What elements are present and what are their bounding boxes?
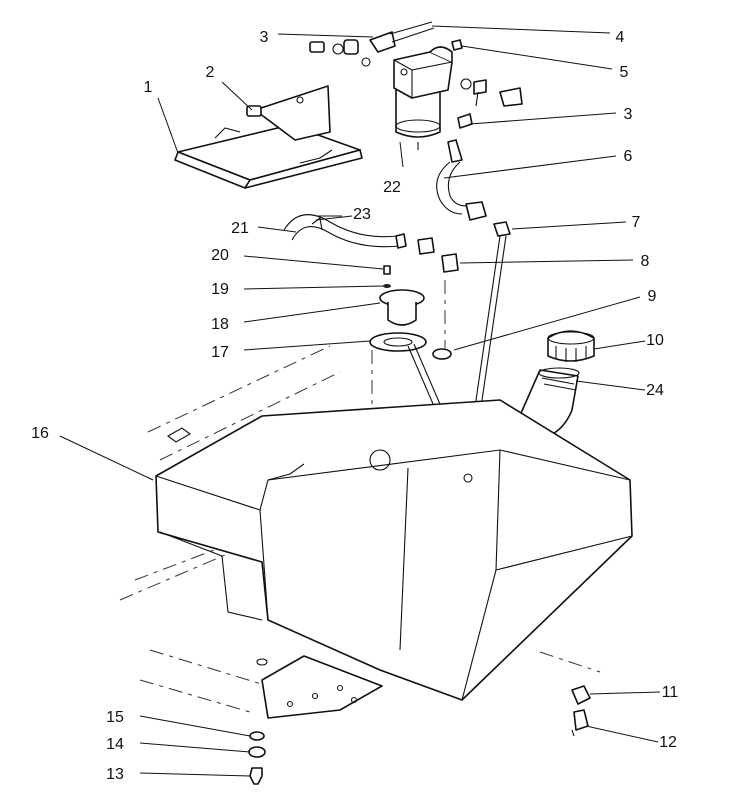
callout-label-c15: 15	[106, 709, 124, 726]
callout-leader-c24	[575, 380, 646, 391]
callout-leader-c8	[459, 259, 634, 264]
bottom-drain-fittings	[571, 685, 591, 737]
callout-label-c11: 11	[662, 684, 679, 701]
callout-leader-c20	[243, 255, 384, 270]
callout-label-c1: 1	[144, 79, 153, 96]
callout-leader-c22	[399, 141, 404, 168]
callout-leader-c9	[453, 296, 641, 351]
callout-label-c14: 14	[106, 736, 124, 753]
callout-label-c13: 13	[106, 766, 124, 783]
callout-label-c9: 9	[648, 288, 657, 305]
callout-label-c6: 6	[624, 148, 633, 165]
fuel-hose-upper	[436, 139, 511, 237]
callout-label-c18: 18	[211, 316, 229, 333]
callout-label-c21: 21	[231, 220, 249, 237]
callout-label-c3a: 3	[260, 29, 269, 46]
callout-leader-c11	[589, 691, 661, 695]
callout-leader-c3a	[277, 33, 374, 38]
callout-label-c23: 23	[353, 206, 371, 223]
callout-leader-c1	[157, 97, 179, 154]
callout-leader-c21	[257, 226, 297, 233]
top-fittings	[246, 21, 523, 129]
tank-mounting-bracket	[256, 655, 383, 719]
callout-leader-c19	[243, 285, 385, 290]
callout-label-c22: 22	[383, 179, 401, 196]
callout-leader-c5	[461, 45, 613, 70]
callout-leader-c3b	[469, 112, 617, 125]
callout-label-c2: 2	[206, 64, 215, 81]
callout-label-c19: 19	[211, 281, 229, 298]
fuel-filter	[393, 46, 453, 150]
filter-mounting-bracket	[174, 85, 363, 189]
callout-label-c4: 4	[616, 29, 625, 46]
callout-label-c5: 5	[620, 64, 629, 81]
callout-label-c3b: 3	[624, 106, 633, 123]
callout-label-c8: 8	[641, 253, 650, 270]
callout-leader-c18	[243, 302, 381, 323]
callout-label-c20: 20	[211, 247, 229, 264]
callout-label-c7: 7	[632, 214, 641, 231]
callout-leader-c12	[585, 725, 659, 743]
callout-leader-c7	[511, 221, 627, 230]
filler-cap	[547, 330, 595, 362]
callout-leader-c4	[431, 25, 611, 34]
vent-tube	[473, 235, 507, 415]
callout-leader-c10	[593, 340, 646, 350]
return-hose	[283, 214, 459, 273]
callout-leader-c23	[315, 215, 353, 221]
callout-leader-c13	[139, 772, 251, 777]
callout-label-c16: 16	[31, 425, 49, 442]
callout-label-c12: 12	[659, 734, 677, 751]
callout-leader-c14	[139, 742, 251, 753]
callout-leader-c16	[59, 435, 154, 481]
frame-ghost-lines	[119, 345, 601, 713]
fuel-tank	[155, 399, 633, 701]
callout-label-c24: 24	[646, 382, 664, 399]
callout-leader-c15	[139, 715, 251, 737]
bottom-hardware	[248, 731, 266, 785]
callout-leader-c2	[221, 81, 253, 111]
callout-leader-c6	[443, 155, 617, 179]
callout-leader-c17	[243, 340, 371, 351]
callout-label-c17: 17	[211, 344, 229, 361]
callout-label-c10: 10	[646, 332, 664, 349]
